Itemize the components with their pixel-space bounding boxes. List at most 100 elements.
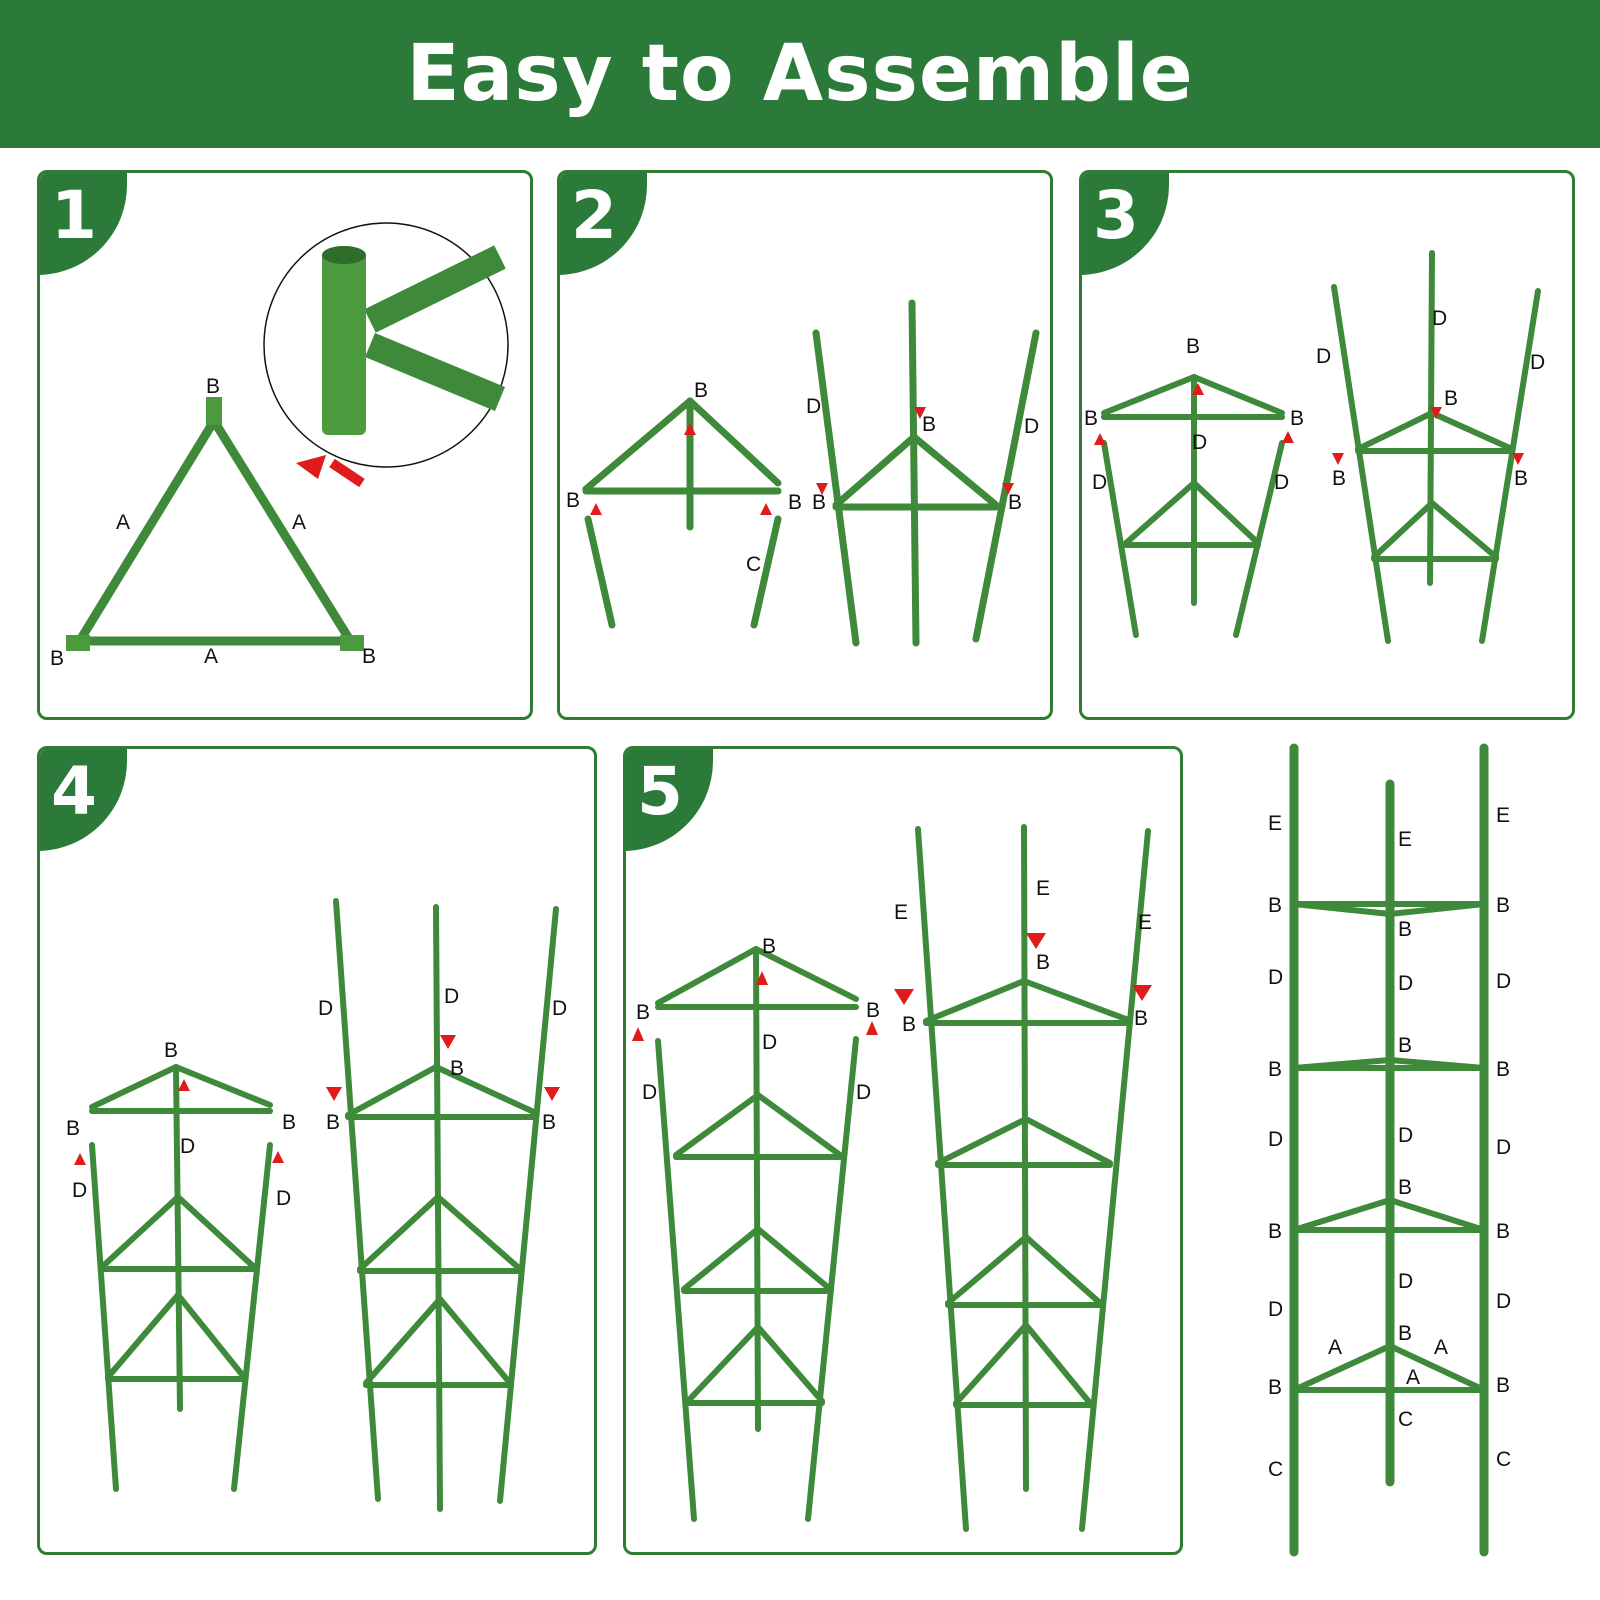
label: B xyxy=(1134,1007,1148,1030)
step-2-panel: 2 B B B C D D B B B xyxy=(557,170,1053,720)
label: B xyxy=(1268,894,1282,917)
label: D xyxy=(642,1081,657,1104)
label: D xyxy=(806,395,821,418)
label: B xyxy=(812,491,826,514)
label: A xyxy=(292,511,306,534)
step-4-panel: 4 B B B xyxy=(37,746,597,1555)
label: D xyxy=(1274,471,1289,494)
label: B xyxy=(902,1013,916,1036)
step-5-number: 5 xyxy=(637,753,683,830)
red-arrow-icon xyxy=(632,933,1152,1041)
label: B xyxy=(1398,1176,1412,1199)
label: D xyxy=(1398,972,1413,995)
red-arrow-icon xyxy=(590,407,1014,515)
label: B xyxy=(326,1111,340,1134)
label: D xyxy=(1268,966,1283,989)
label: B xyxy=(1514,467,1528,490)
header-banner: Easy to Assemble xyxy=(0,0,1600,148)
label: A xyxy=(1434,1336,1448,1359)
label: B xyxy=(1084,407,1098,430)
label: A xyxy=(1328,1336,1342,1359)
label: E xyxy=(894,901,908,924)
label: E xyxy=(1036,877,1050,900)
label: B xyxy=(1186,335,1200,358)
label: B xyxy=(1496,1220,1510,1243)
red-arrow-icon xyxy=(329,458,365,488)
label: A xyxy=(1406,1366,1420,1389)
label: D xyxy=(1192,431,1207,454)
label: C xyxy=(1398,1408,1413,1431)
step-2-diagram: B B B C D D B B B xyxy=(566,299,1040,647)
label: B xyxy=(1398,1034,1412,1057)
label: B xyxy=(1496,894,1510,917)
label: D xyxy=(72,1179,87,1202)
label: B xyxy=(1290,407,1304,430)
label: B xyxy=(1268,1058,1282,1081)
label: D xyxy=(552,997,567,1020)
label: D xyxy=(1316,345,1331,368)
label: D xyxy=(276,1187,291,1210)
label: D xyxy=(856,1081,871,1104)
step-1-badge: 1 xyxy=(40,173,127,275)
label: D xyxy=(1398,1124,1413,1147)
label: B xyxy=(362,645,376,668)
label: B xyxy=(1036,951,1050,974)
label: B xyxy=(282,1111,296,1134)
label: B xyxy=(788,491,802,514)
label: D xyxy=(1432,307,1447,330)
step-5-diagram: B B B D D D E E E B B B xyxy=(632,824,1152,1532)
label: D xyxy=(762,1031,777,1054)
label: D xyxy=(1496,1290,1511,1313)
label: B xyxy=(164,1039,178,1062)
label: B xyxy=(1496,1058,1510,1081)
label: C xyxy=(746,553,761,576)
label: D xyxy=(1530,351,1545,374)
label: B xyxy=(50,647,64,670)
red-arrow-icon xyxy=(1094,383,1524,465)
label: E xyxy=(1138,911,1152,934)
label: C xyxy=(1496,1448,1511,1471)
label: D xyxy=(1024,415,1039,438)
label: D xyxy=(1268,1298,1283,1321)
label: B xyxy=(1268,1376,1282,1399)
step-1-diagram: B A A A B B xyxy=(50,222,509,670)
label: D xyxy=(1398,1270,1413,1293)
label: B xyxy=(450,1057,464,1080)
label: B xyxy=(1398,1322,1412,1345)
page-title: Easy to Assemble xyxy=(406,29,1194,119)
label: D xyxy=(1268,1128,1283,1151)
step-2-number: 2 xyxy=(571,177,617,254)
step-3-panel: 3 B B B D D D D D D B xyxy=(1079,170,1575,720)
label: B xyxy=(1398,918,1412,941)
label: B xyxy=(206,375,220,398)
label: D xyxy=(180,1135,195,1158)
label: D xyxy=(1496,970,1511,993)
step-5-panel: 5 xyxy=(623,746,1183,1555)
label: B xyxy=(1332,467,1346,490)
label: D xyxy=(1496,1136,1511,1159)
label: A xyxy=(204,645,218,668)
step-4-number: 4 xyxy=(51,753,97,830)
label: B xyxy=(66,1117,80,1140)
label: C xyxy=(1268,1458,1283,1481)
step-1-panel: 1 B A A A B B xyxy=(37,170,533,720)
step-4-diagram: B B B D D D D D D B B B xyxy=(66,898,567,1512)
label: B xyxy=(922,413,936,436)
label: E xyxy=(1268,812,1282,835)
red-arrow-icon xyxy=(74,1035,560,1165)
step-3-diagram: B B B D D D D D D B B B xyxy=(1084,250,1545,644)
label: B xyxy=(1444,387,1458,410)
label: D xyxy=(1092,471,1107,494)
label: B xyxy=(1008,491,1022,514)
label: D xyxy=(318,997,333,1020)
label: A xyxy=(116,511,130,534)
label: B xyxy=(694,379,708,402)
label: B xyxy=(866,999,880,1022)
label: B xyxy=(762,935,776,958)
red-arrow-icon xyxy=(296,455,326,479)
final-assembly-diagram: E E E B B B D D D B B B D D D B B B D D … xyxy=(1268,743,1511,1557)
label: E xyxy=(1496,804,1510,827)
label: B xyxy=(1496,1374,1510,1397)
label: B xyxy=(636,1001,650,1024)
connector-zoom-circle xyxy=(263,222,509,468)
